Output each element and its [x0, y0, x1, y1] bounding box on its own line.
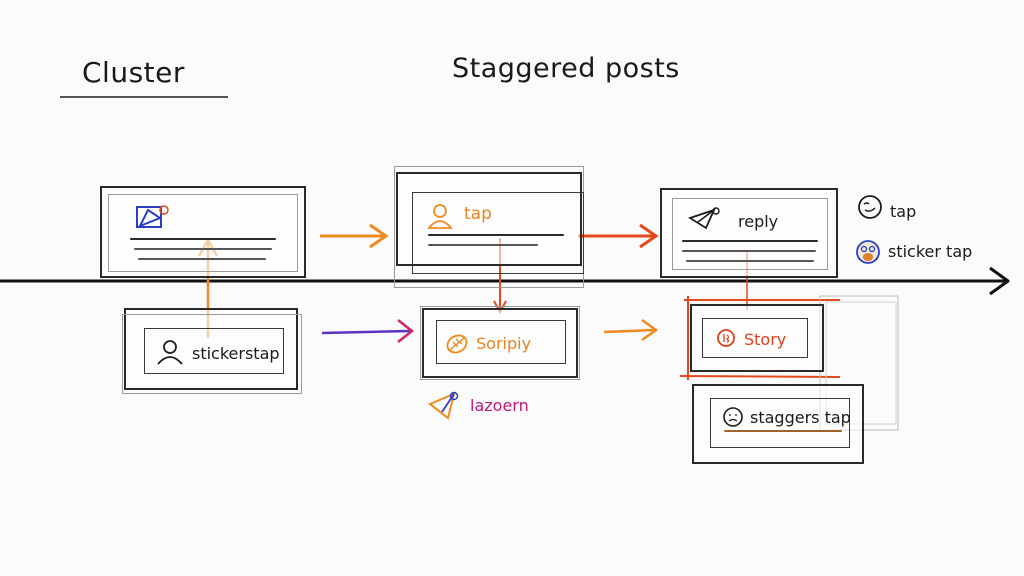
- staggered-1-bottom-card[interactable]: Soripiy: [420, 306, 580, 380]
- person-icon: [157, 340, 183, 365]
- lazoern-label: lazoern: [470, 396, 529, 415]
- paper-plane-icon: [688, 207, 720, 230]
- smiley-icon: [858, 195, 882, 219]
- cluster-title: Cluster: [82, 56, 185, 89]
- story-label: Story: [744, 330, 787, 349]
- staggered-1-top-card[interactable]: tap: [394, 166, 584, 288]
- reply-label: reply: [738, 212, 779, 231]
- legend-tap-label: tap: [890, 202, 917, 221]
- staggers-tap-label: staggers tap: [750, 408, 851, 427]
- leaf-icon: [446, 334, 468, 354]
- face-icon: [723, 407, 743, 427]
- cluster-top-card[interactable]: [100, 186, 306, 278]
- staggered-2-top-card[interactable]: reply: [660, 188, 838, 278]
- circle-icon: [717, 329, 735, 347]
- stickerstap-label: stickerstap: [192, 344, 280, 363]
- staggered-2-bottom-card[interactable]: staggers tap: [692, 384, 864, 464]
- paper-plane-icon: [136, 205, 169, 228]
- staggered-2-middle-card[interactable]: Story: [690, 304, 824, 372]
- paper-plane-icon: [428, 391, 459, 420]
- tap-label: tap: [464, 204, 492, 224]
- cluster-bottom-card[interactable]: stickerstap: [122, 308, 302, 394]
- soripiy-label: Soripiy: [476, 334, 532, 353]
- staggered-posts-title: Staggered posts: [452, 53, 680, 84]
- sticker-face-icon: [856, 240, 880, 264]
- person-icon: [427, 204, 453, 229]
- legend-sticker-tap-label: sticker tap: [888, 242, 973, 261]
- cluster-title-underline: [60, 96, 228, 98]
